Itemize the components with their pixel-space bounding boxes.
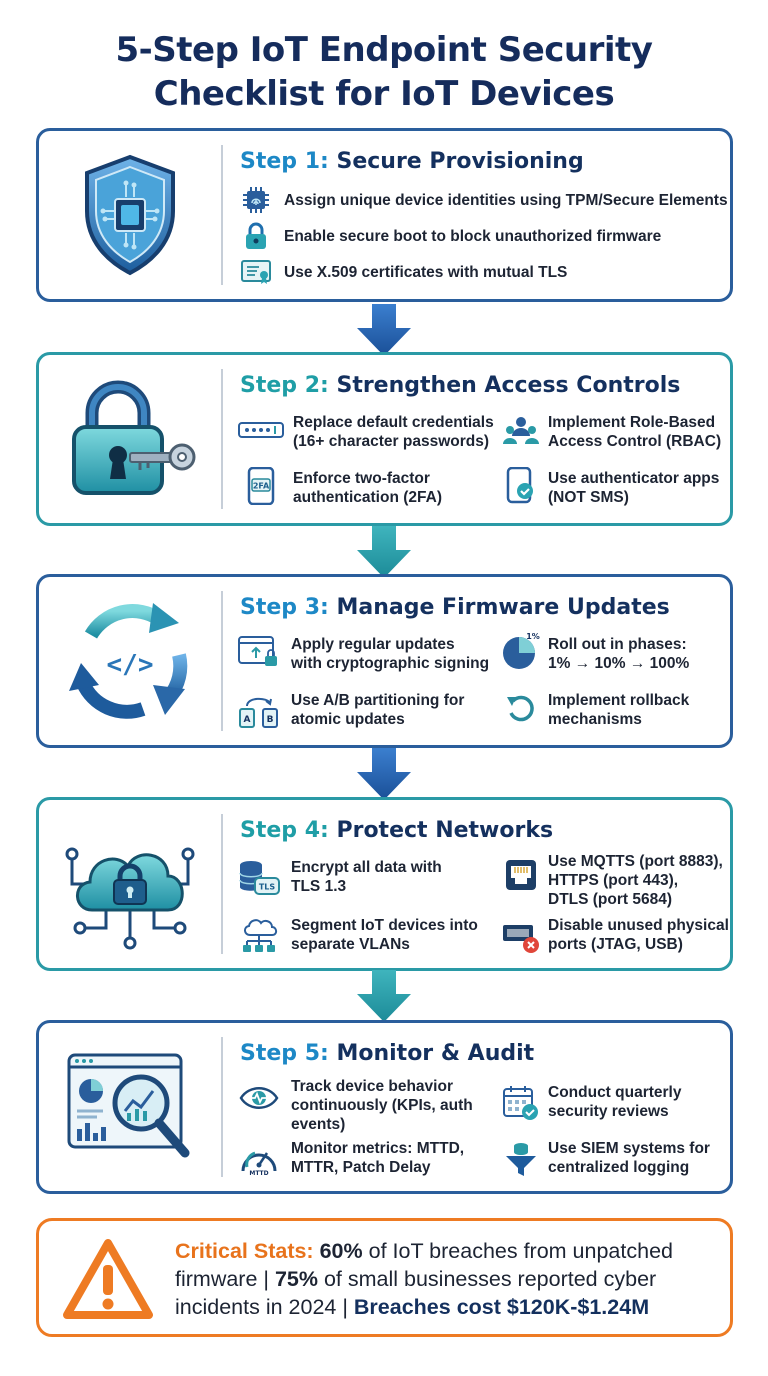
list-item: Use X.509 certificates with mutual TLS [239, 255, 567, 289]
usb-disabled-icon [500, 916, 542, 956]
funnel-database-icon [500, 1139, 542, 1179]
critical-stats-box: Critical Stats: 60% of IoT breaches from… [36, 1218, 733, 1337]
svg-text:MTTD: MTTD [249, 1170, 268, 1177]
svg-text:B: B [267, 715, 274, 725]
step-3-card: </> Step 3: Manage Firmware Updates Appl… [36, 574, 733, 748]
step-3-title: Step 3: Manage Firmware Updates [240, 595, 670, 620]
ethernet-port-icon [500, 852, 542, 898]
padlock-key-icon [39, 355, 221, 523]
card-divider [221, 591, 223, 731]
svg-text:</>: </> [107, 650, 154, 680]
pie-phase-icon: 1% [500, 631, 542, 671]
cloud-lock-icon [39, 800, 221, 968]
step-1-card: Step 1: Secure Provisioning Assign uniqu… [36, 128, 733, 302]
step-1-title: Step 1: Secure Provisioning [240, 149, 584, 174]
phone-2fa-icon: 2FA [237, 467, 285, 505]
down-arrow-icon [357, 526, 411, 578]
page-title: 5-Step IoT Endpoint Security Checklist f… [0, 28, 768, 116]
title-line-1: 5-Step IoT Endpoint Security [115, 30, 653, 70]
step-4-title: Step 4: Protect Networks [240, 818, 554, 843]
list-item: Replace default credentials(16+ characte… [237, 413, 494, 451]
down-arrow-icon [357, 970, 411, 1022]
database-tls-icon: TLS [237, 858, 281, 898]
cloud-network-icon [237, 916, 281, 956]
gauge-icon: MTTD [237, 1139, 281, 1179]
step-2-title: Step 2: Strengthen Access Controls [240, 373, 681, 398]
certificate-icon [239, 255, 273, 289]
calendar-check-icon [500, 1083, 542, 1123]
svg-text:TLS: TLS [259, 883, 276, 892]
card-divider [221, 1037, 223, 1177]
shield-chip-icon [39, 131, 221, 299]
step-4-card: Step 4: Protect Networks TLS Encrypt all… [36, 797, 733, 971]
list-item: Use MQTTS (port 8883),HTTPS (port 443),D… [500, 852, 723, 909]
phone-check-icon [502, 467, 540, 504]
padlock-icon [239, 219, 273, 253]
chip-fingerprint-icon [239, 183, 273, 217]
list-item: 1% Roll out in phases:1% → 10% → 100% [500, 631, 689, 673]
card-divider [221, 814, 223, 954]
code-cycle-icon: </> [39, 577, 221, 745]
svg-text:1%: 1% [526, 632, 540, 641]
title-line-2: Checklist for IoT Devices [153, 74, 615, 114]
step-2-card: Step 2: Strengthen Access Controls Repla… [36, 352, 733, 526]
svg-text:2FA: 2FA [253, 482, 270, 491]
step-5-title: Step 5: Monitor & Audit [240, 1041, 535, 1066]
svg-text:A: A [244, 715, 251, 725]
card-divider [221, 145, 223, 285]
list-item: MTTD Monitor metrics: MTTD,MTTR, Patch D… [237, 1139, 464, 1179]
users-group-icon [502, 413, 540, 447]
down-arrow-icon [357, 748, 411, 800]
list-item: Assign unique device identities using TP… [239, 183, 728, 217]
dashboard-magnifier-icon [39, 1023, 221, 1191]
list-item: Use authenticator apps(NOT SMS) [502, 467, 719, 507]
eye-pulse-icon [237, 1077, 281, 1119]
browser-upload-lock-icon [237, 635, 281, 669]
step-5-card: Step 5: Monitor & Audit Track device beh… [36, 1020, 733, 1194]
critical-stats-text: Critical Stats: 60% of IoT breaches from… [175, 1239, 673, 1319]
card-divider [221, 369, 223, 509]
list-item: Enable secure boot to block unauthorized… [239, 219, 661, 253]
down-arrow-icon [357, 304, 411, 356]
rollback-icon [500, 691, 542, 725]
password-field-icon [237, 413, 285, 447]
warning-icon [63, 1239, 153, 1319]
